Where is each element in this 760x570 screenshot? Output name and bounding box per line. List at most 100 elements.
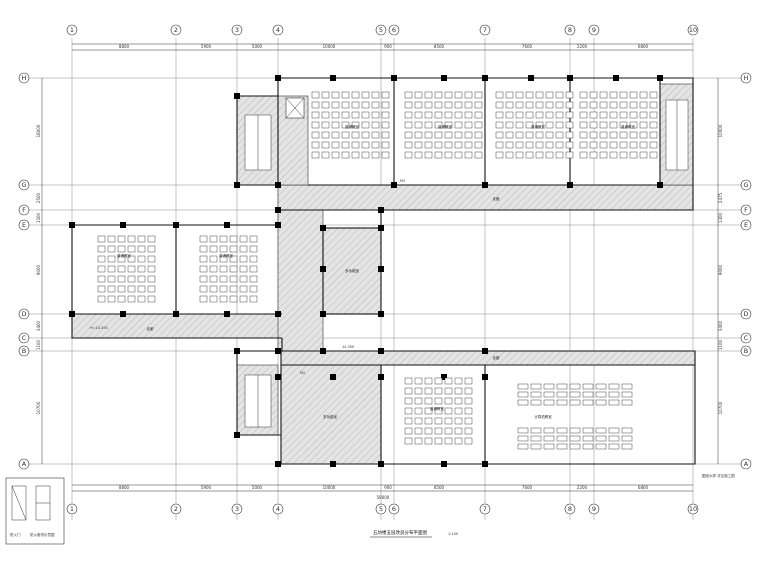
desk-lab-bottom xyxy=(530,435,542,442)
desk-bottom xyxy=(464,377,473,385)
desk-top-2 xyxy=(404,91,413,99)
room-label-class-top-2: 普通教室 xyxy=(438,124,452,129)
desk-mid-1 xyxy=(127,295,136,303)
desk-mid-2 xyxy=(209,275,218,283)
desk-top-3 xyxy=(545,121,554,129)
desk-lab-bottom xyxy=(621,435,633,442)
room-labels: 普通教室 普通教室 普通教室 普通教室 普通教室 普通教室 多功能室 多功能室 … xyxy=(117,124,635,419)
desk-top-1 xyxy=(311,141,320,149)
desk-bottom xyxy=(404,437,413,445)
desk-bottom xyxy=(424,437,433,445)
desk-top-4 xyxy=(589,131,598,139)
dim-left-1: 18000 xyxy=(36,124,41,137)
desk-top-3 xyxy=(495,101,504,109)
desk-top-3 xyxy=(505,111,514,119)
annotations: H=14.350 14.350 M2 M2 图纸大样 详见施工图 xyxy=(90,179,735,478)
desk-top-3 xyxy=(565,101,574,109)
desk-top-2 xyxy=(434,141,443,149)
desk-mid-1 xyxy=(137,265,146,273)
desk-top-1 xyxy=(341,111,350,119)
desk-top-1 xyxy=(361,101,370,109)
desk-top-2 xyxy=(454,101,463,109)
desk-lab-top xyxy=(595,391,607,398)
desk-mid-1 xyxy=(107,235,116,243)
desk-bottom xyxy=(414,397,423,405)
desk-top-1 xyxy=(341,121,350,129)
desk-top-2 xyxy=(464,151,473,159)
desk-mid-1 xyxy=(137,285,146,293)
desk-lab-top xyxy=(608,399,620,406)
desk-top-4 xyxy=(599,91,608,99)
desk-bottom xyxy=(404,427,413,435)
dim-left-5: 3400 xyxy=(36,320,41,331)
desk-top-2 xyxy=(434,121,443,129)
desk-mid-1 xyxy=(117,235,126,243)
desk-top-3 xyxy=(545,111,554,119)
desk-mid-1 xyxy=(137,245,146,253)
desk-top-2 xyxy=(424,141,433,149)
desk-mid-2 xyxy=(219,285,228,293)
desk-lab-bottom xyxy=(608,427,620,434)
desk-top-1 xyxy=(311,121,320,129)
desk-bottom xyxy=(454,437,463,445)
desk-top-2 xyxy=(404,141,413,149)
desk-top-4 xyxy=(609,141,618,149)
desk-mid-1 xyxy=(127,255,136,263)
desk-bottom xyxy=(434,427,443,435)
room-label-hall-bottom: 多功能室 xyxy=(323,414,337,419)
desk-top-2 xyxy=(474,101,483,109)
desk-mid-2 xyxy=(249,285,258,293)
desk-lab-bottom xyxy=(621,443,633,450)
corridor-label-bottom: 走廊 xyxy=(493,355,501,360)
axis-col-1: 1 xyxy=(70,26,74,34)
desk-lab-top xyxy=(556,391,568,398)
corridor-top xyxy=(277,184,694,211)
desk-mid-1 xyxy=(127,285,136,293)
desk-lab-bottom xyxy=(582,427,594,434)
desk-top-4 xyxy=(599,101,608,109)
desk-mid-2 xyxy=(219,265,228,273)
dim-left-6: 1100 xyxy=(36,339,41,350)
top-dimension-labels: 8800 5900 5000 10000 900 8500 7600 2200 … xyxy=(119,44,649,49)
desk-top-1 xyxy=(351,151,360,159)
desk-top-4 xyxy=(639,151,648,159)
desk-top-3 xyxy=(565,131,574,139)
axis-col-8-bottom: 8 xyxy=(568,505,572,513)
level-note-2: 14.350 xyxy=(342,345,354,349)
desk-top-1 xyxy=(381,121,390,129)
desk-top-2 xyxy=(454,151,463,159)
desk-top-2 xyxy=(454,121,463,129)
desk-bottom xyxy=(454,377,463,385)
axis-row-e-right: E xyxy=(744,221,748,229)
desk-top-4 xyxy=(619,111,628,119)
desk-top-1 xyxy=(381,101,390,109)
desk-top-4 xyxy=(599,131,608,139)
desk-top-1 xyxy=(331,91,340,99)
axis-row-f-right: F xyxy=(744,206,748,214)
desk-top-3 xyxy=(515,111,524,119)
desk-top-4 xyxy=(649,131,658,139)
desk-top-1 xyxy=(331,101,340,109)
desk-top-2 xyxy=(454,141,463,149)
desk-top-2 xyxy=(434,91,443,99)
left-dimension-labels: 18000 2500 1300 9000 3400 1100 10700 xyxy=(36,124,41,414)
desk-top-1 xyxy=(311,131,320,139)
desk-top-3 xyxy=(565,111,574,119)
desk-top-2 xyxy=(414,91,423,99)
desk-mid-2 xyxy=(229,245,238,253)
desk-top-4 xyxy=(649,91,658,99)
desk-top-1 xyxy=(341,151,350,159)
desk-top-3 xyxy=(505,121,514,129)
desk-top-2 xyxy=(454,131,463,139)
desk-mid-2 xyxy=(239,245,248,253)
desk-top-1 xyxy=(311,91,320,99)
desk-bottom xyxy=(434,397,443,405)
corridor-label-mid: 走廊 xyxy=(147,326,154,331)
desk-mid-2 xyxy=(229,265,238,273)
desk-top-2 xyxy=(404,131,413,139)
drawing-scale: 1:100 xyxy=(448,532,458,536)
desk-top-3 xyxy=(495,91,504,99)
desk-lab-top xyxy=(608,383,620,390)
desk-lab-top xyxy=(582,391,594,398)
axis-col-5: 5 xyxy=(379,26,383,34)
